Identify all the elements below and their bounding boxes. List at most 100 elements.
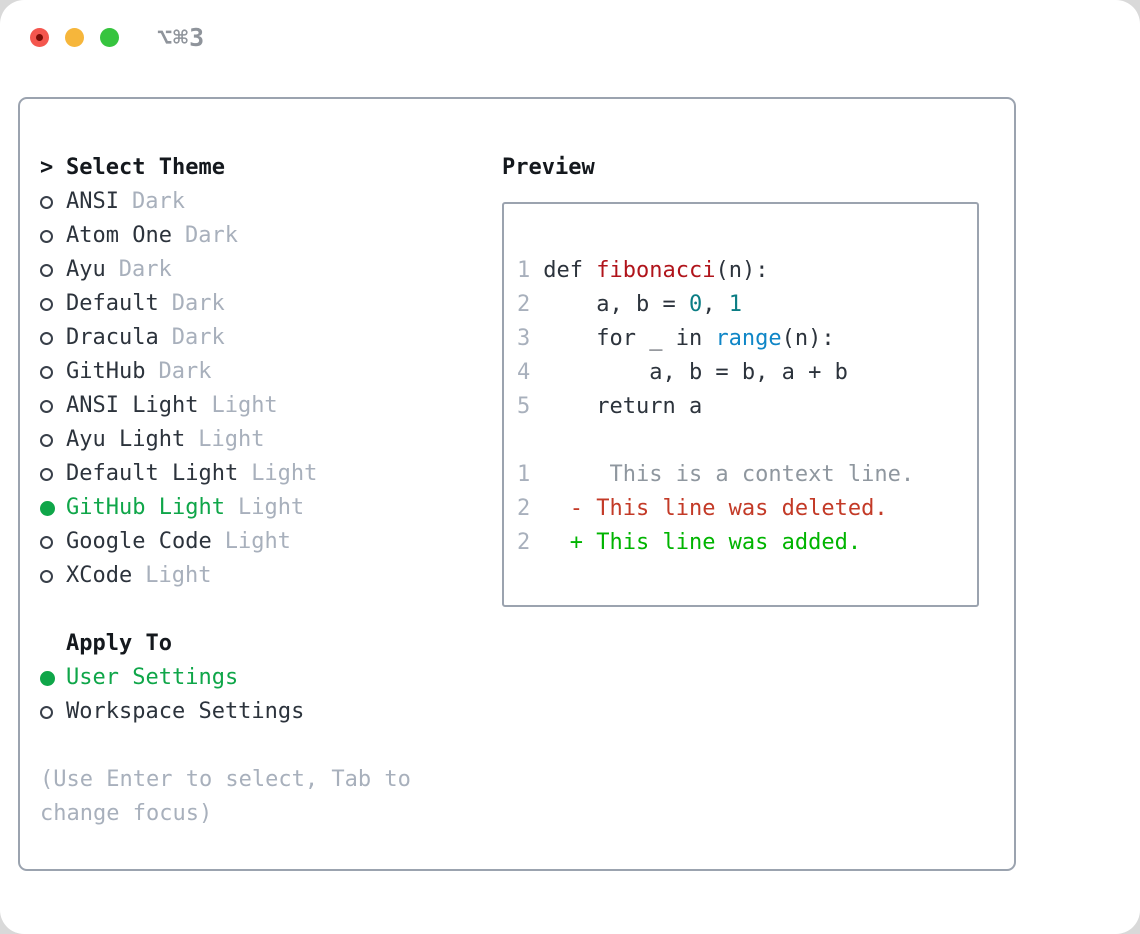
- theme-name: XCode: [66, 563, 133, 588]
- apply-option-label: User Settings: [66, 665, 239, 690]
- code-line: [517, 424, 977, 458]
- help-text-line: (Use Enter to select, Tab to: [40, 767, 411, 792]
- theme-name: ANSI: [66, 189, 119, 214]
- line-number: 3: [517, 326, 531, 351]
- theme-option[interactable]: Google Code Light: [40, 525, 480, 559]
- theme-variant-tag: Light: [251, 461, 318, 486]
- code-line: 2 a, b = 0, 1: [517, 288, 977, 322]
- theme-option[interactable]: Default Light Light: [40, 457, 480, 491]
- radio-icon: [40, 195, 66, 209]
- code-line: 2 + This line was added.: [517, 526, 977, 560]
- theme-variant-tag: Dark: [131, 189, 185, 214]
- theme-variant-tag: Light: [211, 393, 278, 418]
- theme-variant-tag: Light: [145, 563, 212, 588]
- radio-icon: [40, 229, 66, 243]
- theme-list-header: > Select Theme: [40, 151, 480, 185]
- theme-name: Default Light: [66, 461, 239, 486]
- apply-to-header: Apply To: [40, 627, 480, 661]
- code-token: range: [715, 326, 782, 351]
- theme-name: ANSI Light: [66, 393, 199, 418]
- line-number: 4: [517, 360, 531, 385]
- radio-icon: [40, 433, 66, 447]
- theme-option[interactable]: GitHub Light Light: [40, 491, 480, 525]
- theme-name: Default: [66, 291, 159, 316]
- code-token: return a: [543, 394, 703, 419]
- code-line: 2 - This line was deleted.: [517, 492, 977, 526]
- theme-name: Dracula: [66, 325, 159, 350]
- theme-variant-tag: Dark: [184, 223, 238, 248]
- radio-icon: [40, 705, 66, 719]
- theme-option[interactable]: XCode Light: [40, 559, 480, 593]
- minimize-button[interactable]: [65, 28, 84, 47]
- radio-icon: [40, 569, 66, 583]
- code-token: - This line was deleted.: [543, 496, 888, 521]
- code-token: (n):: [715, 258, 769, 283]
- radio-selected-icon: [40, 670, 66, 686]
- code-line: 4 a, b = b, a + b: [517, 356, 977, 390]
- theme-name: Ayu Light: [66, 427, 186, 452]
- theme-option[interactable]: Default Dark: [40, 287, 480, 321]
- theme-option[interactable]: Atom One Dark: [40, 219, 480, 253]
- help-text: (Use Enter to select, Tab to change focus…: [40, 763, 480, 831]
- prompt-icon: >: [40, 155, 54, 180]
- close-button[interactable]: [30, 28, 49, 47]
- radio-icon: [40, 467, 66, 481]
- theme-name: GitHub: [66, 359, 146, 384]
- code-line: 3 for _ in range(n):: [517, 322, 977, 356]
- apply-option[interactable]: Workspace Settings: [40, 695, 480, 729]
- code-token: 0: [688, 292, 703, 317]
- radio-selected-icon: [40, 500, 66, 516]
- apply-to-title: Apply To: [66, 631, 172, 656]
- line-number: 2: [517, 496, 531, 521]
- code-line: 1 This is a context line.: [517, 458, 977, 492]
- theme-option[interactable]: ANSI Light Light: [40, 389, 480, 423]
- titlebar: ⌥⌘3: [0, 0, 1140, 75]
- theme-variant-tag: Dark: [171, 325, 225, 350]
- theme-variant-tag: Light: [237, 495, 305, 520]
- radio-icon: [40, 535, 66, 549]
- code-token: ,: [702, 292, 729, 317]
- apply-option-label: Workspace Settings: [66, 699, 305, 724]
- radio-icon: [40, 263, 66, 277]
- apply-option[interactable]: User Settings: [40, 661, 480, 695]
- code-token: def: [543, 258, 597, 283]
- theme-option[interactable]: GitHub Dark: [40, 355, 480, 389]
- code-line: 5 return a: [517, 390, 977, 424]
- theme-variant-tag: Dark: [171, 291, 225, 316]
- theme-name: GitHub Light: [66, 495, 225, 520]
- line-number: 1: [517, 258, 531, 283]
- line-number: 5: [517, 394, 531, 419]
- code-token: 1: [728, 292, 742, 317]
- theme-variant-tag: Dark: [158, 359, 212, 384]
- traffic-lights: [30, 28, 119, 47]
- line-number: 2: [517, 530, 531, 555]
- help-text-line: change focus): [40, 801, 213, 826]
- radio-icon: [40, 297, 66, 311]
- theme-name: Atom One: [66, 223, 172, 248]
- code-token: (n):: [781, 326, 835, 351]
- radio-icon: [40, 365, 66, 379]
- radio-icon: [40, 399, 66, 413]
- theme-option[interactable]: ANSI Dark: [40, 185, 480, 219]
- code-token: for _ in: [543, 326, 716, 351]
- theme-option[interactable]: Dracula Dark: [40, 321, 480, 355]
- theme-list-title: Select Theme: [66, 155, 225, 180]
- theme-variant-tag: Light: [198, 427, 265, 452]
- theme-name: Google Code: [66, 529, 212, 554]
- code-token: a, b =: [543, 292, 689, 317]
- theme-option[interactable]: Ayu Light Light: [40, 423, 480, 457]
- radio-icon: [40, 331, 66, 345]
- zoom-button[interactable]: [100, 28, 119, 47]
- line-number: 2: [517, 292, 531, 317]
- preview-title: Preview: [502, 155, 595, 180]
- theme-name: Ayu: [66, 257, 106, 282]
- theme-variant-tag: Light: [224, 529, 291, 554]
